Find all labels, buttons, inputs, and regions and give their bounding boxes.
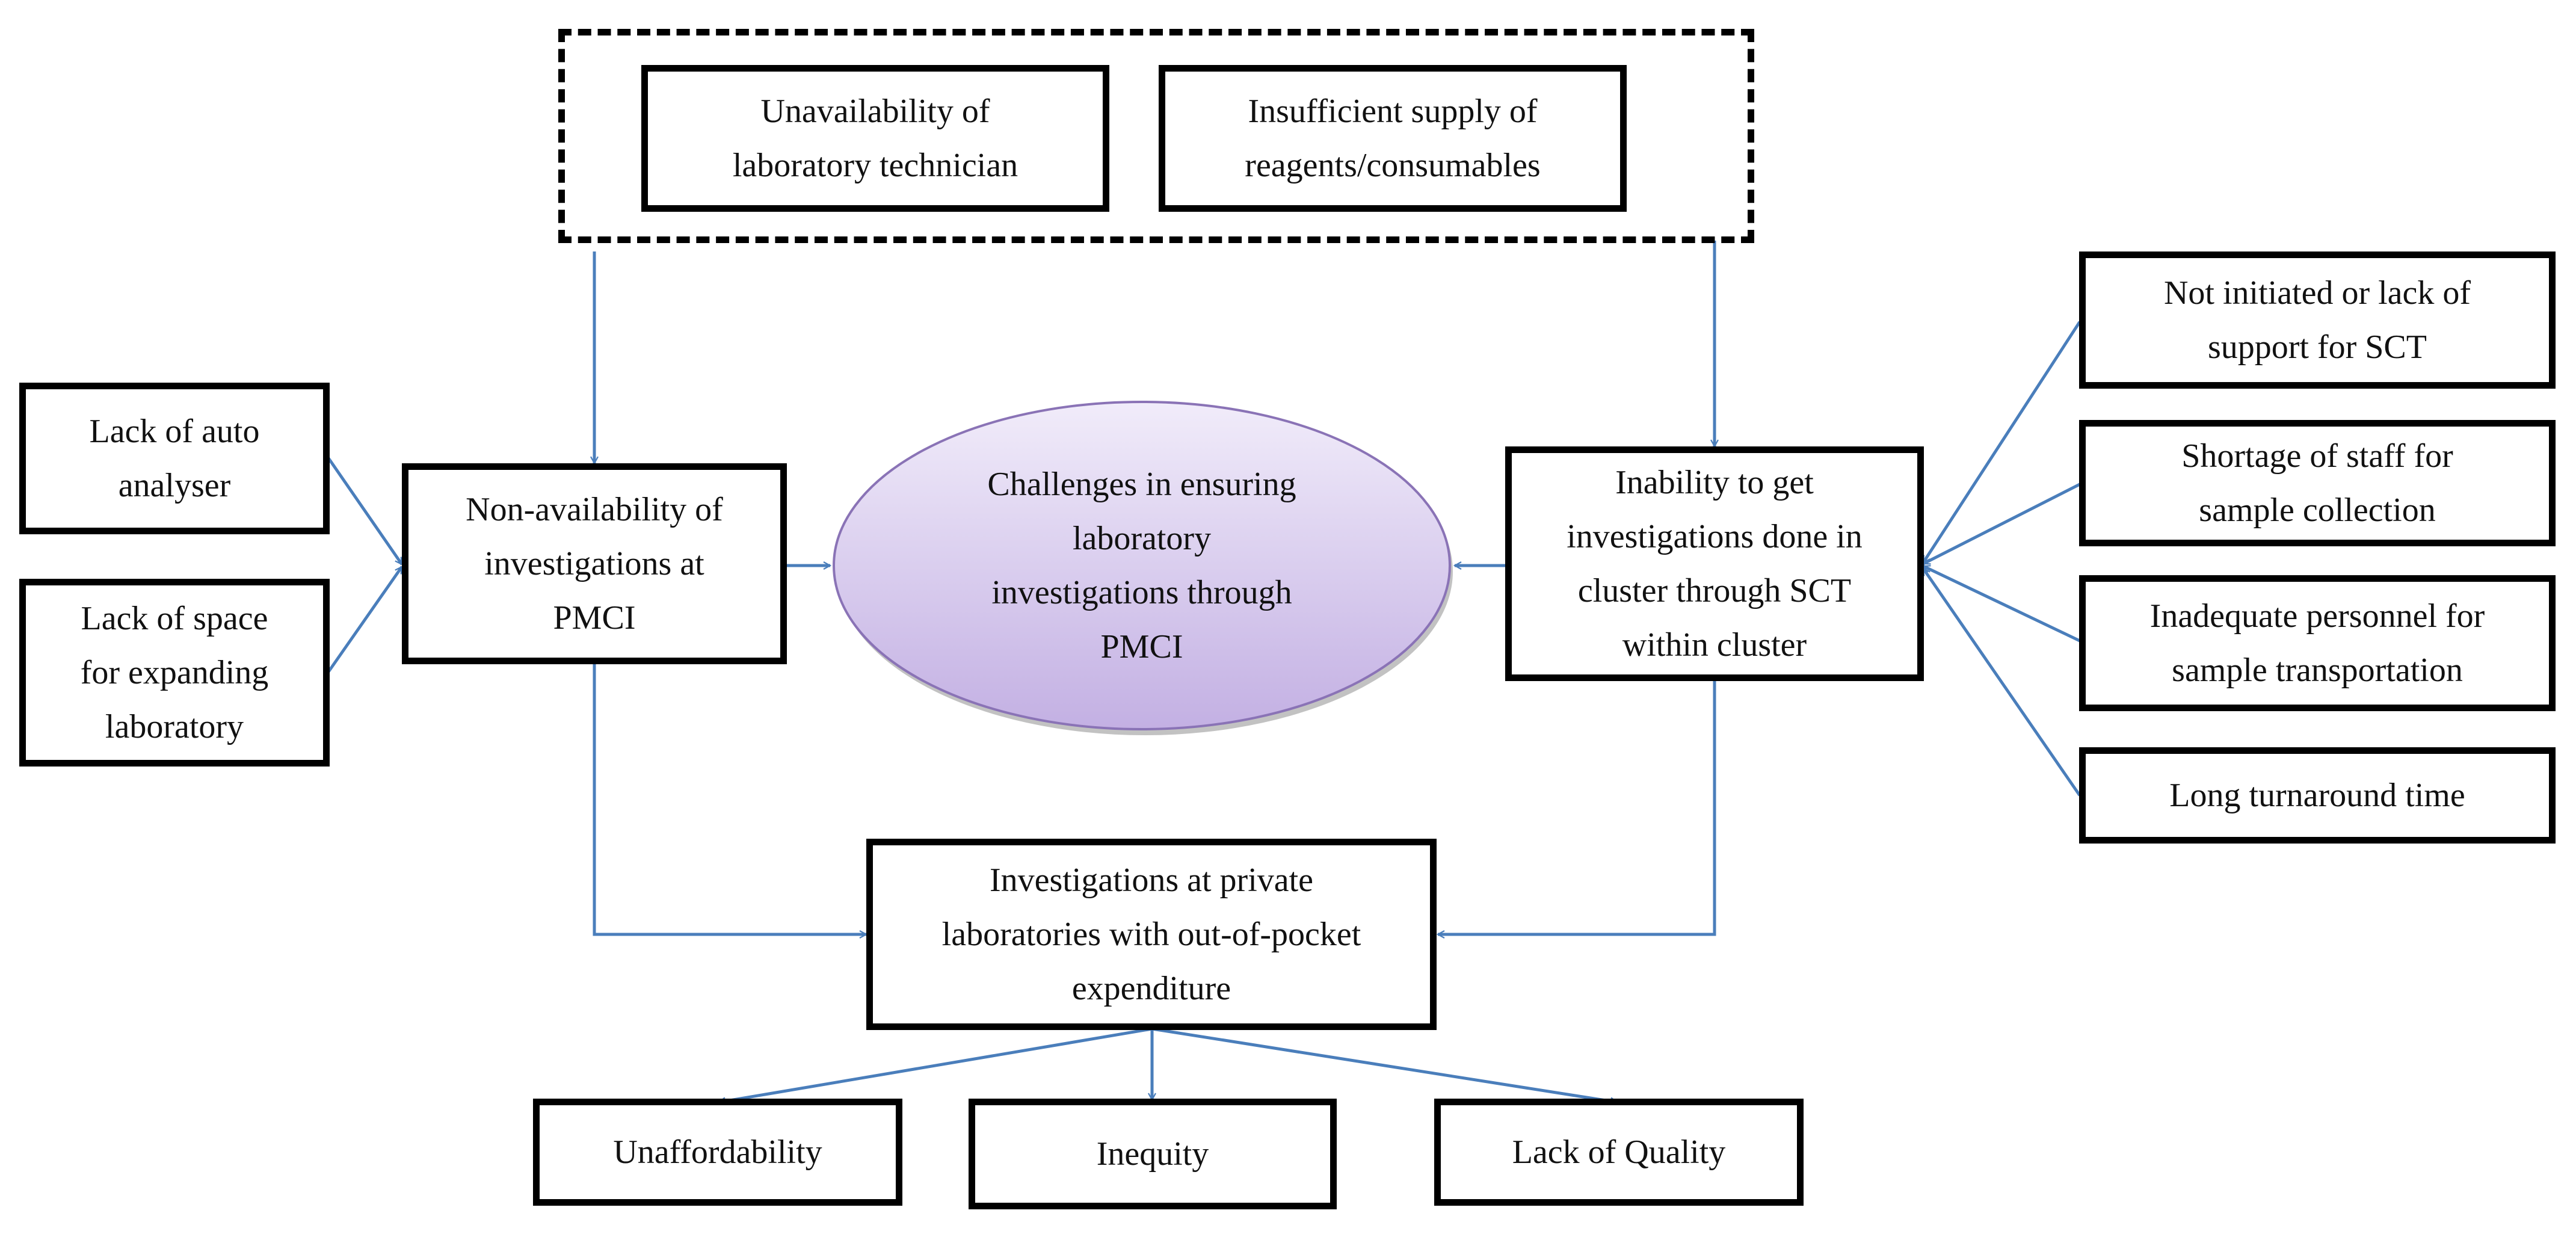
non-availability-label: Non-availability of investigations at PM… (466, 491, 723, 637)
shortage-staff-label: Shortage of staff for sample collection (2181, 437, 2453, 529)
arrow-inability-to-private-labs (1438, 680, 1716, 934)
arrow-inadequate-to-inability (1923, 564, 2081, 643)
arrow-shortage-to-inability (1923, 483, 2081, 566)
arrow-private-labs-to-unaffordability (719, 1027, 1153, 1102)
turnaround-box: Long turnaround time (2079, 747, 2556, 844)
arrow-space-to-non-availability (326, 567, 404, 674)
shortage-staff-box: Shortage of staff for sample collection (2079, 420, 2556, 546)
not-initiated-label: Not initiated or lack of support for SCT (2163, 274, 2471, 366)
private-labs-box: Investigations at private laboratories w… (866, 839, 1437, 1030)
arrow-non-availability-to-private-labs (593, 663, 866, 934)
private-labs-label: Investigations at private laboratories w… (941, 862, 1361, 1007)
auto-analyser-box: Lack of auto analyser (19, 383, 330, 534)
turnaround-label: Long turnaround time (2169, 777, 2465, 814)
not-initiated-box: Not initiated or lack of support for SCT (2079, 251, 2556, 389)
inadequate-personnel-label: Inadequate personnel for sample transpor… (2149, 597, 2485, 689)
arrow-auto-analyser-to-non-availability (326, 456, 404, 564)
inequity-label: Inequity (1096, 1135, 1209, 1173)
inequity-box: Inequity (969, 1099, 1337, 1209)
inadequate-personnel-box: Inadequate personnel for sample transpor… (2079, 575, 2556, 711)
reagents-label: Insufficient supply of reagents/consumab… (1245, 93, 1541, 184)
unaffordability-box: Unaffordability (533, 1099, 902, 1206)
central-ellipse (833, 401, 1451, 730)
arrow-turnaround-to-inability (1921, 569, 2081, 797)
central-challenge-label: Challenges in ensuring laboratory invest… (834, 402, 1450, 729)
top-factors-group (558, 29, 1754, 243)
quality-label: Lack of Quality (1512, 1134, 1726, 1171)
technician-label: Unavailability of laboratory technician (732, 93, 1018, 184)
central-challenge-text: Challenges in ensuring laboratory invest… (987, 466, 1296, 665)
inability-label: Inability to get investigations done in … (1567, 464, 1863, 664)
quality-box: Lack of Quality (1434, 1099, 1804, 1206)
non-availability-box: Non-availability of investigations at PM… (402, 463, 787, 664)
arrow-not-initiated-to-inability (1921, 321, 2081, 563)
lab-space-label: Lack of space for expanding laboratory (80, 600, 269, 745)
inability-box: Inability to get investigations done in … (1505, 446, 1924, 681)
reagents-box: Insufficient supply of reagents/consumab… (1159, 65, 1627, 212)
technician-box: Unavailability of laboratory technician (641, 65, 1109, 212)
lab-space-box: Lack of space for expanding laboratory (19, 579, 330, 767)
unaffordability-label: Unaffordability (613, 1134, 822, 1171)
auto-analyser-label: Lack of auto analyser (89, 413, 260, 504)
arrow-private-labs-to-quality (1151, 1027, 1617, 1102)
